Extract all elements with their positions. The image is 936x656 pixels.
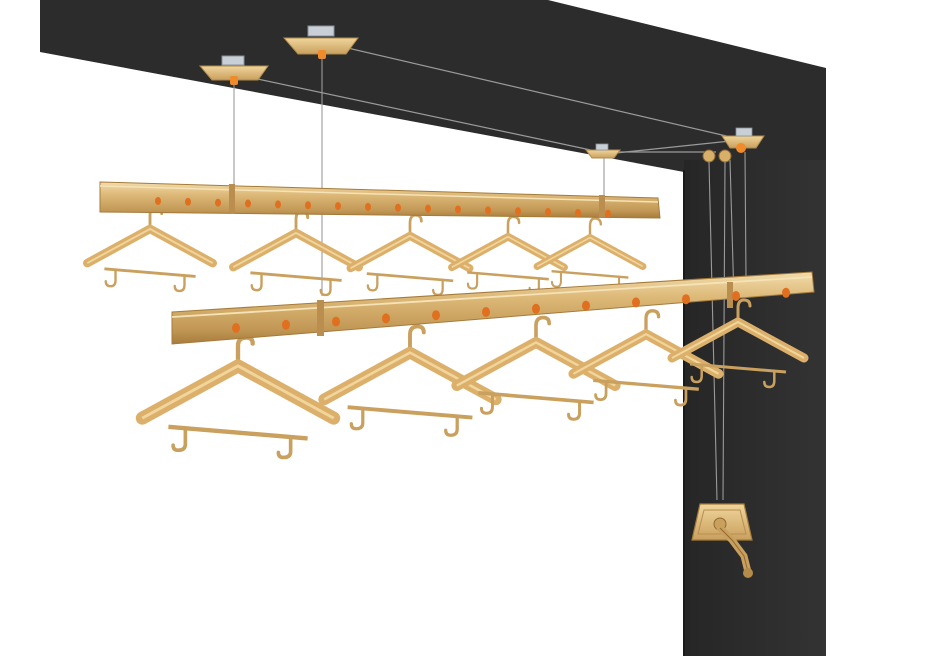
mount-left [198, 55, 269, 85]
hanger-front-1 [135, 335, 341, 460]
rod-hole [282, 319, 290, 330]
rod-hole [482, 307, 490, 317]
rod-hole [532, 303, 540, 314]
wall-column [684, 160, 826, 656]
rod-hole [455, 205, 461, 214]
rod-hole [395, 203, 401, 212]
mount-far [585, 143, 621, 159]
rod-hole [515, 207, 521, 216]
rod-hole [275, 200, 281, 209]
hanger-front-5 [667, 298, 809, 389]
rod-hole [335, 202, 341, 211]
rod-hole [185, 197, 191, 206]
hand-crank-winder [691, 503, 753, 578]
rod-hole [732, 291, 740, 301]
rod-hole [582, 300, 590, 311]
rod-hole [215, 198, 221, 207]
rod-hole [155, 197, 161, 205]
hanger-back-3 [346, 213, 474, 297]
rod-hole [245, 199, 251, 208]
rod-hole [632, 297, 640, 308]
rod-hole [682, 294, 690, 305]
rod-hole [365, 202, 371, 211]
rod-hole [782, 287, 790, 298]
rod-hole [232, 323, 240, 333]
rod-hole [485, 206, 491, 215]
hanger-front-4 [568, 309, 724, 407]
mount-pulley [702, 127, 765, 163]
rod-hole [382, 313, 390, 324]
hanger-back-4 [448, 215, 568, 294]
back-rod [99, 181, 661, 219]
hanger-back-2 [229, 210, 363, 297]
rod-hole [605, 209, 611, 218]
back-rod-hangers [83, 206, 647, 297]
ceiling-beam [40, 0, 826, 172]
rod-hole [432, 310, 440, 321]
hanger-back-5 [533, 217, 647, 292]
rod-hole [332, 316, 340, 327]
rod-hole [425, 204, 431, 213]
rod-hole [575, 208, 581, 217]
hanger-front-3 [451, 315, 621, 421]
front-rod [171, 271, 815, 345]
hanger-back-1 [83, 206, 217, 293]
rod-hole [545, 208, 551, 217]
rod-hole [305, 201, 311, 210]
mount-center [282, 25, 359, 59]
front-rod-hangers [135, 298, 809, 460]
ceiling-cables [233, 41, 741, 155]
